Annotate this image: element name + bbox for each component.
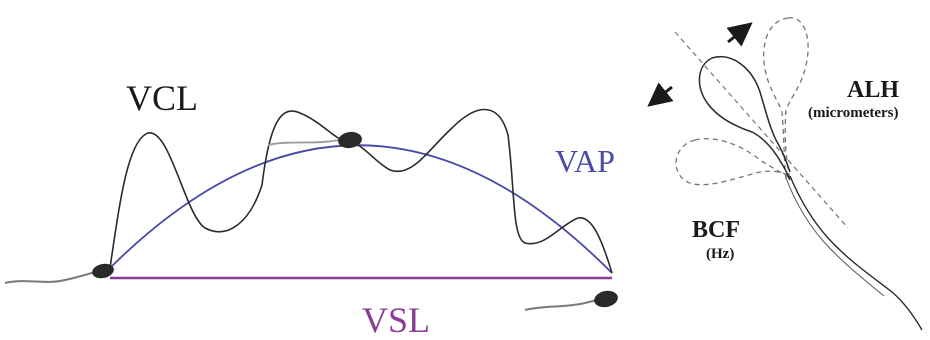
vcl-label: VCL (126, 78, 198, 118)
vap-label: VAP (555, 143, 615, 179)
alh-label: ALH (847, 77, 900, 103)
bcf-label: BCF (692, 217, 740, 243)
sperm-head-main (698, 56, 923, 331)
sperm-cell-icon (4, 263, 114, 284)
vsl-label: VSL (362, 300, 431, 340)
ghost-head-lower (675, 138, 793, 186)
alh-unit-label: (micrometers) (808, 105, 899, 121)
bcf-unit-label: (Hz) (706, 246, 735, 262)
vcl-path (109, 108, 613, 274)
sperm-cell-icon (267, 131, 362, 149)
double-arrow-icon (726, 22, 753, 47)
ghost-head-upper (763, 17, 809, 181)
vap-curve (109, 144, 613, 274)
beat-axis-dashed-line (674, 31, 849, 229)
sperm-cell-icon (524, 290, 618, 311)
double-arrow-icon (647, 82, 674, 107)
